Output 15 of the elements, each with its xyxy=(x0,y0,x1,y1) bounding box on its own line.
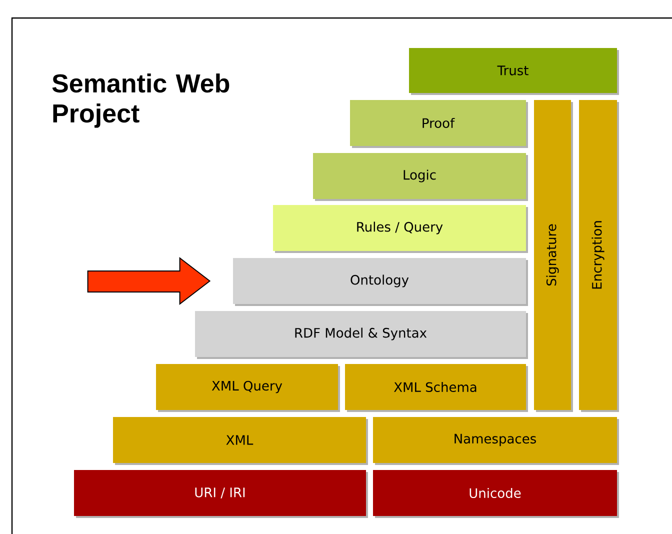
layer-box: URI / IRI xyxy=(74,470,366,516)
layer-box: XML xyxy=(113,417,366,463)
layer-box: XML Query xyxy=(156,364,338,410)
layer-box: Rules / Query xyxy=(273,205,526,251)
layer-box: Logic xyxy=(313,153,526,199)
layer-box: RDF Model & Syntax xyxy=(195,311,526,357)
layer-box: Namespaces xyxy=(373,417,617,463)
title: Semantic Web Project xyxy=(52,74,230,128)
layer-box: Ontology xyxy=(233,258,526,304)
layer-box: XML Schema xyxy=(345,364,526,410)
layer-box: Proof xyxy=(350,100,526,146)
layer-box: Unicode xyxy=(373,470,617,516)
layer-bar: Encryption xyxy=(579,100,617,410)
layer-box: Trust xyxy=(409,48,617,93)
layer-bar: Signature xyxy=(534,100,571,410)
